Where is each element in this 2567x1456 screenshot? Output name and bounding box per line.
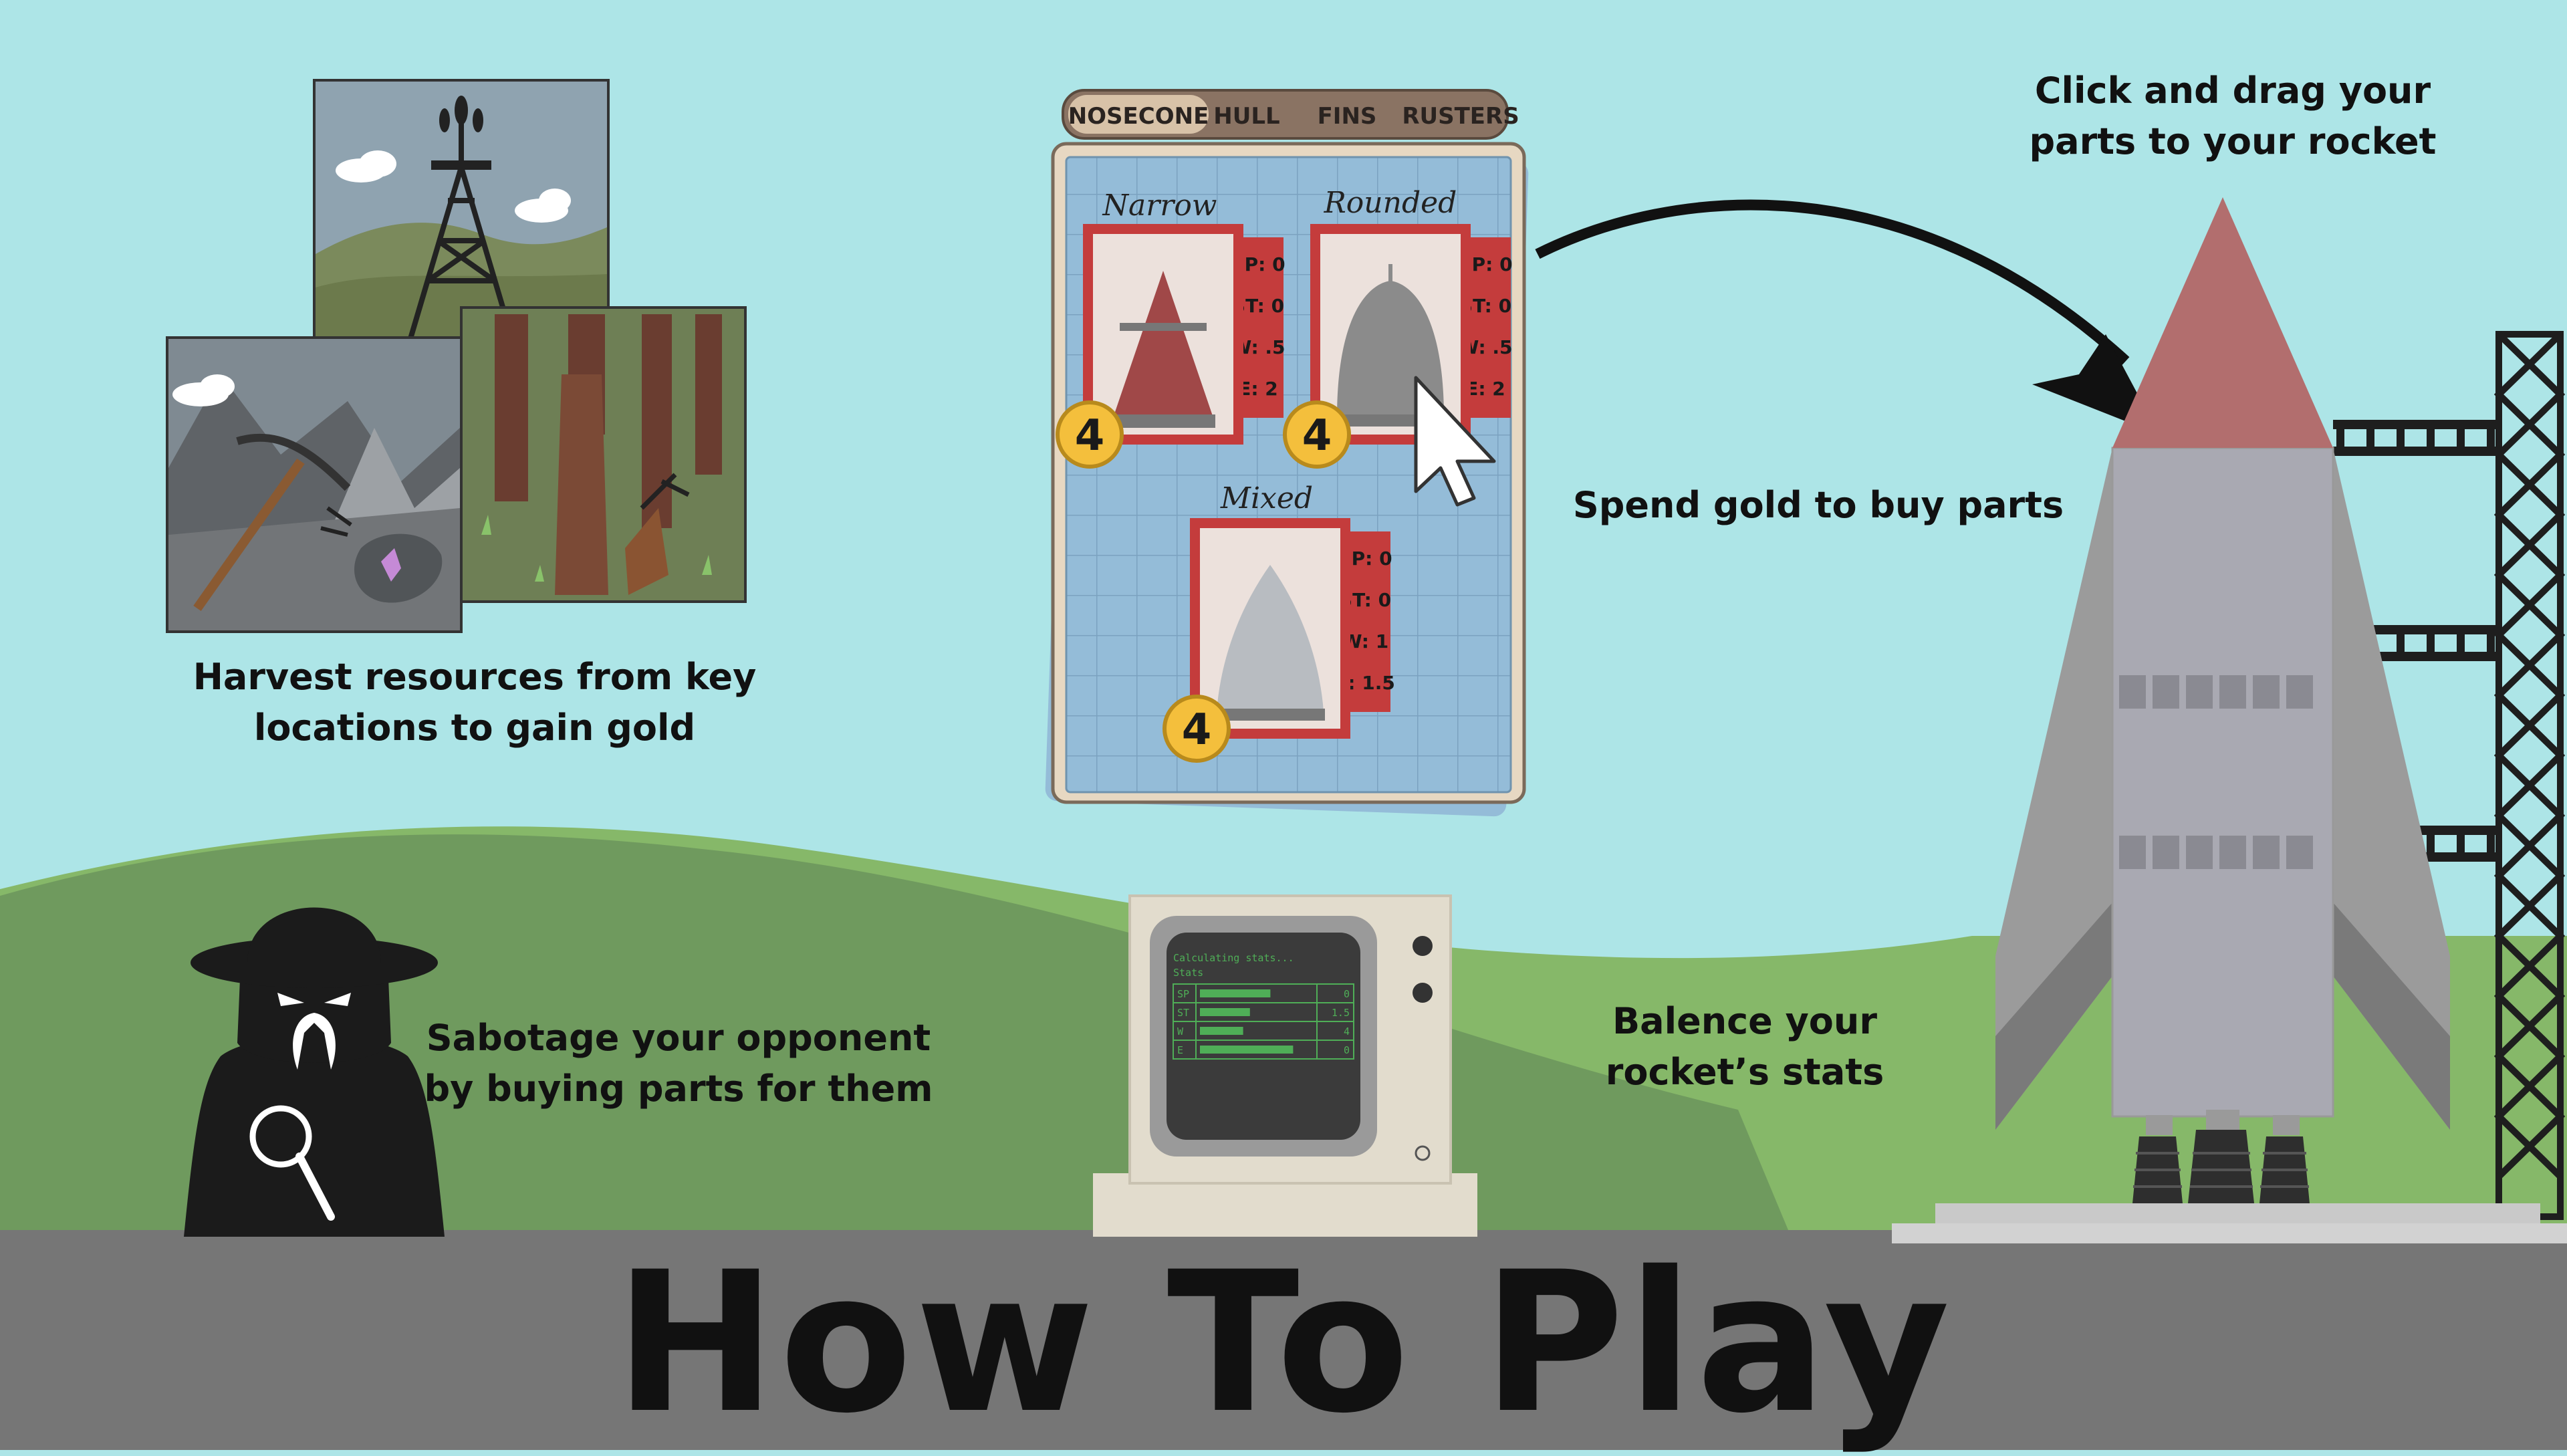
caption-harvest-line-2: locations to gain gold — [253, 707, 696, 749]
mine-card — [166, 336, 463, 633]
shop-tabs[interactable] — [1062, 89, 1509, 140]
tab-nosecone-bg[interactable] — [1068, 95, 1209, 134]
tab-rusters[interactable]: RUSTERS — [1402, 103, 1519, 130]
caption-sabotage-line-2: by buying parts for them — [424, 1068, 933, 1110]
caption-balance-line-1: Balence your — [1612, 1000, 1877, 1042]
part-card-stat: E: 2 — [1238, 378, 1278, 400]
caption-harvest-line-1: Harvest resources from key — [193, 656, 757, 698]
part-card-name: Mixed — [1220, 481, 1313, 515]
nosecone-band — [1120, 323, 1207, 331]
stat-row-bar — [1200, 1027, 1243, 1035]
caption-sabotage: Sabotage your opponent by buying parts f… — [421, 1013, 936, 1114]
stat-row-value: 0 — [1344, 988, 1350, 1000]
power-button-icon — [1415, 1145, 1431, 1161]
stat-row-value: 1.5 — [1332, 1007, 1350, 1019]
part-card-cost: 4 — [1182, 705, 1212, 755]
caption-balance: Balence your rocket’s stats — [1564, 996, 1925, 1098]
computer — [1093, 894, 1477, 1237]
stat-row-bar — [1200, 1008, 1250, 1016]
knob-top — [1413, 936, 1433, 956]
caption-balance-line-2: rocket’s stats — [1605, 1051, 1884, 1093]
stat-row-value: 4 — [1344, 1025, 1350, 1038]
tab-nosecone[interactable]: NOSECONE — [1068, 103, 1209, 130]
caption-spend-line: Spend gold to buy parts — [1572, 484, 2064, 526]
part-card-name: Rounded — [1324, 186, 1457, 220]
nosecone-base — [1111, 414, 1215, 428]
nosecone-narrow-shape — [1113, 271, 1213, 418]
rocket — [1995, 197, 2450, 1203]
stat-row — [1173, 1040, 1354, 1060]
gold-coin-icon — [1163, 695, 1231, 763]
stat-row-label: ST — [1177, 1007, 1189, 1019]
caption-harvest: Harvest resources from key locations to … — [167, 652, 782, 753]
screen-line-1: Calculating stats... — [1173, 952, 1294, 964]
part-card-cost: 4 — [1075, 411, 1105, 461]
stat-row-bar — [1200, 989, 1271, 997]
forest-card — [460, 306, 747, 603]
ground — [0, 1230, 2567, 1450]
nosecone-tip — [1388, 264, 1392, 284]
launch-pad — [1892, 1203, 2567, 1243]
launch-tower — [2493, 331, 2566, 1220]
drag-arrow — [1535, 199, 2159, 435]
caption-drag-line-2: parts to your rocket — [2029, 120, 2437, 162]
part-card-name: Narrow — [1102, 189, 1217, 223]
knob-bottom — [1413, 983, 1433, 1003]
screen-line-2: Stats — [1173, 967, 1203, 979]
caption-sabotage-line-1: Sabotage your opponent — [426, 1017, 931, 1059]
caption-drag-line-1: Click and drag your — [2034, 70, 2431, 112]
part-card-cost: 4 — [1302, 411, 1332, 461]
stat-row-label: E — [1177, 1044, 1183, 1056]
caption-drag: Click and drag your parts to your rocket — [2012, 66, 2453, 167]
caption-spend: Spend gold to buy parts — [1558, 480, 2079, 531]
cursor-icon — [1414, 376, 1496, 507]
tab-fins[interactable]: FINS — [1318, 103, 1377, 130]
gold-coin-icon — [1056, 400, 1124, 469]
part-card-stat: E: 2 — [1465, 378, 1505, 400]
stat-row-label: SP — [1177, 988, 1189, 1000]
stat-row-bar — [1200, 1046, 1294, 1054]
stat-row-label: W — [1177, 1025, 1184, 1038]
spy-figure — [184, 907, 445, 1237]
stat-row-value: 0 — [1344, 1044, 1350, 1056]
gold-coin-icon — [1283, 400, 1351, 469]
nosecone-mixed-shape — [1217, 565, 1324, 712]
tab-hull[interactable]: HULL — [1213, 103, 1279, 130]
page-title: How To Play — [614, 1231, 1953, 1456]
nosecone-base — [1215, 709, 1325, 721]
stat-grid-lines — [1195, 984, 1318, 1059]
rocket-nosecone — [2112, 197, 2333, 448]
